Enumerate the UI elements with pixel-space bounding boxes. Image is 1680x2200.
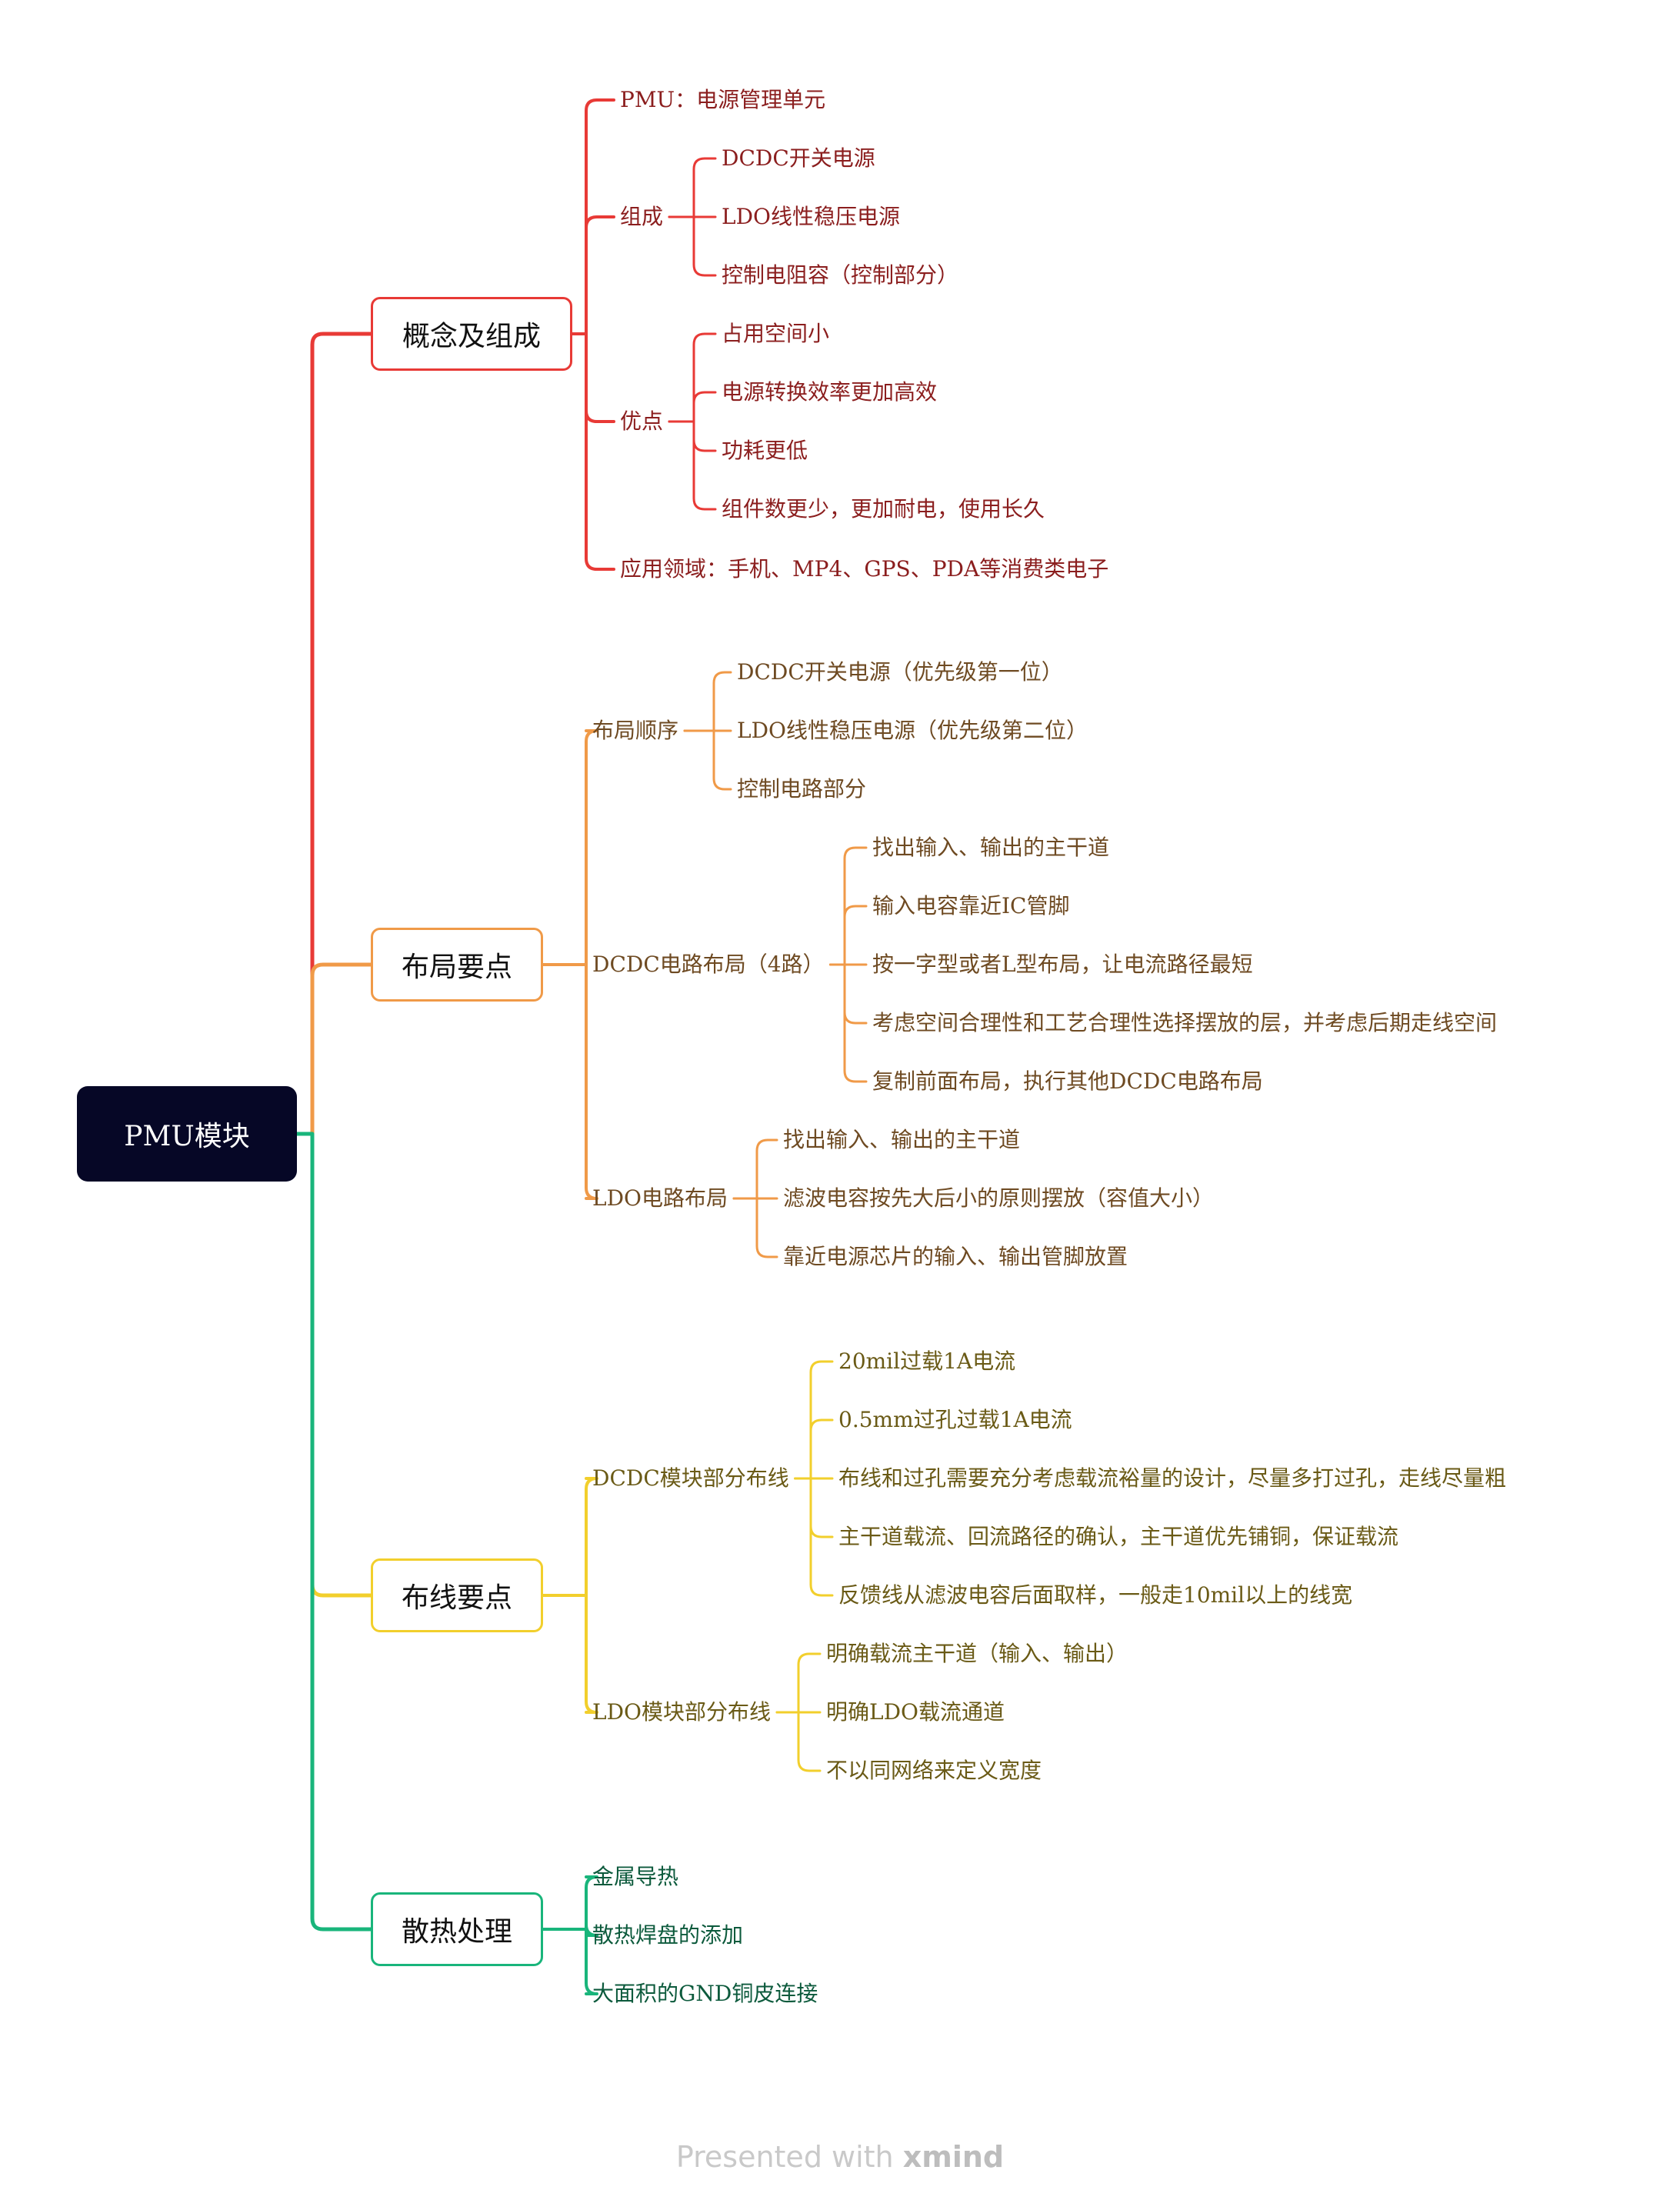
topic-dcdc-routing[interactable]: DCDC模块部分布线 [592,1465,789,1491]
branch-node-cooling[interactable]: 散热处理 [371,1892,543,1966]
leaf-connector-0-1-2 [668,215,717,277]
leaf-connector-2-0-0 [794,1360,834,1480]
leaf-order-ldo[interactable]: LDO线性稳压电源（优先级第二位） [737,718,1088,743]
leaf-connector-2-0-4 [794,1477,834,1597]
leaf-dcdc-layer[interactable]: 考虑空间合理性和工艺合理性选择摆放的层，并考虑后期走线空间 [872,1010,1498,1035]
leaf-connector-1-2-2 [732,1197,778,1258]
leaf-dcdc-main-path[interactable]: 找出输入、输出的主干道 [872,835,1110,860]
leaf-return-path[interactable]: 主干道载流、回流路径的确认，主干道优先铺铜，保证载流 [838,1524,1399,1549]
footer-watermark: Presented with xmind [0,2140,1680,2174]
leaf-connector-1-1-1 [829,905,868,966]
topic-gnd-copper[interactable]: 大面积的GND铜皮连接 [592,1981,818,2006]
leaf-connector-1-1-4 [829,963,868,1083]
root-node[interactable]: PMU模块 [77,1086,297,1182]
topic-applications[interactable]: 应用领域：手机、MP4、GPS、PDA等消费类电子 [620,556,1109,582]
topic-metal-conduction[interactable]: 金属导热 [592,1864,679,1889]
branch-connector-0-3 [571,332,615,571]
leaf-ldo-width[interactable]: 不以同网络来定义宽度 [826,1758,1042,1783]
leaf-connector-0-2-0 [668,332,717,423]
leaf-feedback[interactable]: 反馈线从滤波电容后面取样，一般走10mil以上的线宽 [838,1582,1353,1608]
leaf-connector-2-0-1 [794,1418,834,1480]
branch-connector-0-2 [571,332,615,423]
topic-advantages[interactable]: 优点 [620,408,664,434]
branch-connector-2-0 [542,1477,598,1597]
topic-pmu-definition[interactable]: PMU：电源管理单元 [620,87,826,112]
leaf-connector-0-2-1 [668,391,717,423]
leaf-connector-0-1-0 [668,157,717,218]
branch-connector-0-1 [571,215,615,335]
leaf-ldo-linear[interactable]: LDO线性稳压电源 [722,204,900,229]
branch-connector-3-0 [542,1875,598,1931]
branch-connector-1-2 [542,963,598,1200]
branch-node-routing[interactable]: 布线要点 [371,1558,543,1632]
leaf-ldo-filter-cap[interactable]: 滤波电容按先大后小的原则摆放（容值大小） [783,1185,1215,1211]
branch-connector-0-0 [571,98,615,335]
root-connector-3 [295,1132,373,1932]
leaf-control-rc[interactable]: 控制电阻容（控制部分） [722,262,959,288]
leaf-via[interactable]: 0.5mm过孔过载1A电流 [838,1407,1072,1432]
topic-ldo-routing[interactable]: LDO模块部分布线 [592,1699,771,1725]
root-connector-2 [295,1132,373,1598]
leaf-20mil[interactable]: 20mil过载1A电流 [838,1348,1016,1374]
leaf-dcdc-input-cap[interactable]: 输入电容靠近IC管脚 [872,893,1070,918]
branch-node-concept[interactable]: 概念及组成 [371,297,572,371]
leaf-connector-1-0-2 [683,729,732,791]
branch-connector-1-0 [542,729,598,966]
leaf-ldo-main-trunk[interactable]: 明确载流主干道（输入、输出） [826,1641,1128,1666]
leaf-connector-1-1-0 [829,846,868,966]
topic-layout-order[interactable]: 布局顺序 [592,718,679,743]
branch-connector-3-2 [542,1928,598,1995]
leaf-dcdc-shape[interactable]: 按一字型或者L型布局，让电流路径最短 [872,952,1253,977]
branch-connector-3-1 [542,1923,598,1937]
leaf-connector-0-2-2 [668,420,717,452]
leaf-ldo-near-pins[interactable]: 靠近电源芯片的输入、输出管脚放置 [783,1244,1128,1269]
leaf-connector-2-1-0 [775,1652,822,1714]
footer-prefix: Presented with [675,2140,894,2174]
leaf-order-dcdc[interactable]: DCDC开关电源（优先级第一位） [737,659,1063,685]
leaf-dcdc-switching[interactable]: DCDC开关电源 [722,145,875,171]
leaf-ldo-main-path[interactable]: 找出输入、输出的主干道 [783,1127,1021,1152]
leaf-ldo-channel[interactable]: 明确LDO载流通道 [826,1699,1005,1725]
leaf-connector-0-2-3 [668,420,717,511]
topic-thermal-pad[interactable]: 散热焊盘的添加 [592,1922,744,1948]
leaf-low-power[interactable]: 功耗更低 [722,438,808,463]
leaf-connector-2-0-3 [794,1477,834,1538]
leaf-order-control[interactable]: 控制电路部分 [737,776,867,802]
leaf-connector-1-2-0 [732,1138,778,1200]
leaf-small-size[interactable]: 占用空间小 [722,321,830,346]
topic-composition[interactable]: 组成 [620,204,664,229]
leaf-current-margin[interactable]: 布线和过孔需要充分考虑载流裕量的设计，尽量多打过孔，走线尽量粗 [838,1465,1507,1491]
root-connector-0 [295,332,373,1136]
leaf-connector-1-0-0 [683,671,732,732]
branch-node-layout[interactable]: 布局要点 [371,928,543,1002]
topic-ldo-layout[interactable]: LDO电路布局 [592,1185,728,1211]
topic-dcdc-layout[interactable]: DCDC电路布局（4路） [592,952,825,977]
branch-connector-2-1 [542,1594,598,1714]
leaf-connector-2-1-2 [775,1711,822,1772]
root-connector-1 [295,962,373,1136]
leaf-dcdc-copy[interactable]: 复制前面布局，执行其他DCDC电路布局 [872,1068,1263,1094]
leaf-efficiency[interactable]: 电源转换效率更加高效 [722,379,938,405]
leaf-connector-1-1-3 [829,963,868,1025]
xmind-logo: xmind [902,2140,1005,2174]
leaf-fewer-components[interactable]: 组件数更少，更加耐电，使用长久 [722,496,1045,522]
